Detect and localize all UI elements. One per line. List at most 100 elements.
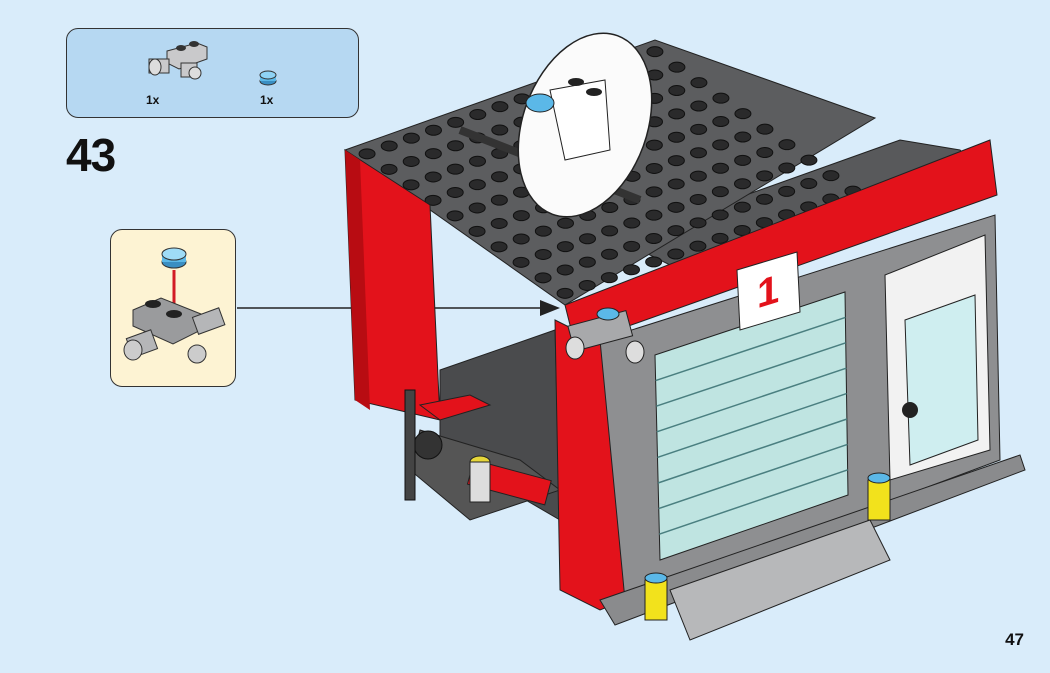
- stud: [490, 241, 508, 253]
- satellite-dish: [517, 32, 653, 218]
- stud: [778, 185, 796, 197]
- stud: [579, 186, 597, 198]
- stud: [734, 108, 752, 120]
- stud: [513, 116, 531, 128]
- roof-studs: [358, 46, 862, 299]
- stud: [646, 46, 664, 58]
- stud: [557, 194, 575, 206]
- stud: [601, 225, 619, 237]
- stud: [645, 256, 663, 268]
- stud: [712, 162, 729, 174]
- stud: [535, 155, 553, 167]
- stud: [534, 272, 552, 284]
- stud: [556, 287, 574, 299]
- stud: [668, 108, 686, 120]
- stud: [623, 170, 641, 182]
- stud: [579, 163, 597, 175]
- stud: [601, 202, 619, 214]
- stud: [800, 201, 818, 213]
- stud: [402, 155, 420, 167]
- stud: [800, 154, 818, 166]
- stud: [513, 140, 531, 152]
- stud: [756, 147, 774, 159]
- door-panel-line: [655, 316, 846, 382]
- stud: [600, 272, 618, 284]
- stud: [380, 163, 398, 175]
- stud: [734, 131, 752, 143]
- stud: [646, 69, 664, 81]
- stud: [447, 140, 464, 152]
- stud: [623, 124, 641, 136]
- stud: [535, 85, 553, 97]
- stud: [844, 185, 862, 197]
- stud: [689, 193, 707, 205]
- stud: [424, 171, 442, 183]
- stud: [513, 163, 531, 175]
- door-panel-line: [657, 418, 848, 484]
- stud: [513, 93, 531, 105]
- stud: [690, 100, 708, 112]
- stud: [557, 100, 575, 112]
- stud: [601, 155, 619, 167]
- stud: [646, 92, 664, 104]
- stud: [469, 132, 487, 144]
- stud: [689, 170, 707, 182]
- stud: [822, 193, 840, 205]
- stud: [712, 116, 730, 128]
- stud: [733, 224, 751, 236]
- stud: [690, 147, 707, 159]
- round-tile-part-icon: [259, 70, 277, 86]
- side-door-frame: [884, 234, 991, 481]
- stud: [645, 209, 663, 221]
- garage-door: [654, 291, 849, 561]
- stud: [491, 171, 508, 183]
- stud: [468, 202, 486, 214]
- stud: [513, 186, 530, 198]
- stud: [689, 240, 707, 252]
- stud: [402, 132, 420, 144]
- stud: [601, 131, 619, 143]
- door-panel-line: [658, 443, 848, 510]
- stud: [579, 116, 597, 128]
- stud: [380, 140, 398, 152]
- stud: [535, 132, 553, 144]
- stud: [734, 178, 751, 190]
- arrow-right-icon: [540, 300, 560, 316]
- stud: [712, 139, 730, 151]
- door-panel-line: [657, 392, 847, 459]
- stud: [602, 61, 620, 73]
- stud: [512, 210, 530, 222]
- stud: [579, 139, 597, 151]
- stud: [556, 241, 574, 253]
- new-round-tile: [596, 307, 620, 321]
- stud: [734, 154, 752, 166]
- stud: [557, 77, 575, 89]
- stud: [535, 202, 552, 214]
- left-red-pillar: [344, 149, 441, 421]
- subassembly-diagram: [123, 247, 226, 364]
- stud: [490, 194, 508, 206]
- stud: [778, 162, 796, 174]
- stud: [491, 124, 509, 136]
- stud: [358, 148, 376, 160]
- ramp: [669, 519, 891, 641]
- stud: [623, 264, 640, 276]
- stud: [755, 217, 773, 229]
- stud: [689, 217, 707, 229]
- stud: [446, 186, 464, 198]
- stud: [580, 69, 597, 81]
- stud: [668, 131, 685, 143]
- front-red-wall: [564, 139, 998, 346]
- stud: [424, 194, 442, 206]
- stud: [535, 108, 553, 120]
- stud: [579, 209, 597, 221]
- pin-plate-part-icon: [148, 41, 277, 86]
- stud: [800, 178, 818, 190]
- part-quantity: 1x: [146, 93, 160, 107]
- stud: [535, 178, 553, 190]
- stud: [578, 279, 596, 291]
- stud: [579, 233, 596, 245]
- stud: [623, 194, 641, 206]
- stud: [468, 225, 486, 237]
- stud: [424, 148, 442, 160]
